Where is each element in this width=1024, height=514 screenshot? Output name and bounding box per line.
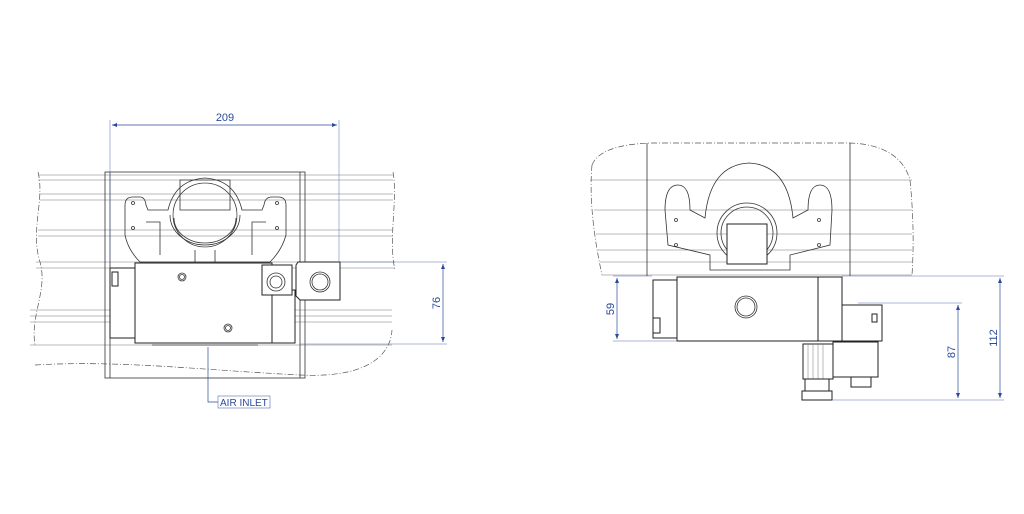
dimension-112-label: 112: [988, 329, 1000, 347]
profile-rail-side: [590, 142, 914, 276]
dimension-112: 112: [842, 275, 1004, 398]
mounting-bracket-side: [664, 162, 833, 271]
dimension-59: 59: [605, 275, 677, 342]
dimension-209: 209: [109, 112, 340, 262]
air-inlet-callout: AIR INLET: [207, 347, 271, 409]
dimension-209-label: 209: [216, 112, 234, 124]
air-inlet-label: AIR INLET: [220, 398, 268, 409]
dimension-87-label: 87: [946, 346, 958, 358]
dimension-87: 87: [832, 302, 1004, 401]
side-view: 59 87 112: [590, 142, 1004, 401]
dimension-59-label: 59: [605, 303, 617, 315]
valve-body-side: [652, 276, 883, 401]
valve-body: [109, 261, 341, 346]
mounting-bracket: [124, 177, 287, 263]
dimension-76: 76: [300, 261, 447, 345]
dimension-76-label: 76: [431, 297, 443, 309]
front-view: 209 76 AIR INLET: [30, 112, 447, 409]
